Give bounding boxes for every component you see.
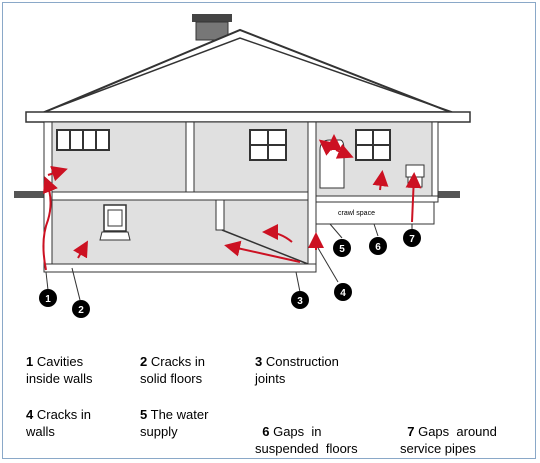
marker-7: 7	[403, 229, 421, 247]
legend-item-4: 4 Cracks in walls	[26, 406, 91, 440]
legend-number: 5	[140, 407, 148, 422]
legend-number: 2	[140, 354, 148, 369]
radon-arrows	[42, 134, 422, 271]
legend-number: 3	[255, 354, 263, 369]
marker-3: 3	[291, 291, 309, 309]
legend-text: Gaps in	[273, 424, 322, 439]
legend-text-line2: walls	[26, 424, 55, 439]
legend-text-line2: supply	[140, 424, 178, 439]
marker-2: 2	[72, 300, 90, 318]
legend-item-2: 2 Cracks in solid floors	[140, 353, 205, 387]
legend-text: Construction	[265, 354, 339, 369]
legend-number: 4	[26, 407, 34, 422]
legend-text-line2: solid floors	[140, 371, 203, 386]
legend-item-1: 1 Cavities inside walls	[26, 353, 92, 387]
legend-number: 1	[26, 354, 34, 369]
legend-item-6: 6 Gaps in suspended floors	[255, 406, 358, 457]
leader-lines	[45, 223, 413, 301]
svg-text:2: 2	[78, 305, 84, 316]
legend-text: Cracks in	[36, 407, 92, 422]
windows	[56, 129, 391, 161]
legend-item-3: 3 Construction joints	[255, 353, 339, 387]
figure-frame	[2, 2, 536, 459]
svg-text:7: 7	[409, 234, 415, 245]
legend-text-line2: inside walls	[26, 371, 93, 386]
legend-text: Cracks in	[150, 354, 206, 369]
svg-text:1: 1	[45, 294, 51, 305]
roof	[25, 28, 471, 123]
svg-text:5: 5	[339, 244, 345, 255]
legend-number: 6	[262, 424, 270, 439]
legend-text: The water	[150, 407, 209, 422]
marker-1: 1	[39, 289, 57, 307]
legend-text: Cavities	[36, 354, 84, 369]
legend-text: Gaps around	[418, 424, 497, 439]
svg-text:3: 3	[297, 296, 303, 307]
house-radon-diagram: crawl space 1 2 3 4	[14, 14, 471, 318]
chimney	[192, 14, 232, 41]
marker-5: 5	[333, 239, 351, 257]
marker-6: 6	[369, 237, 387, 255]
crawl-space-label: crawl space	[338, 210, 375, 217]
svg-text:6: 6	[375, 242, 381, 253]
legend-number: 7	[407, 424, 415, 439]
legend-text-line2: joints	[255, 371, 286, 386]
svg-text:4: 4	[340, 288, 346, 299]
legend-text-line2: service pipes	[400, 441, 476, 456]
legend-text-line2: suspended floors	[255, 441, 358, 456]
ground-line	[14, 191, 460, 198]
legend-item-5: 5 The water supply	[140, 406, 208, 440]
legend-item-7: 7 Gaps around service pipes	[400, 406, 497, 457]
marker-4: 4	[334, 283, 352, 301]
